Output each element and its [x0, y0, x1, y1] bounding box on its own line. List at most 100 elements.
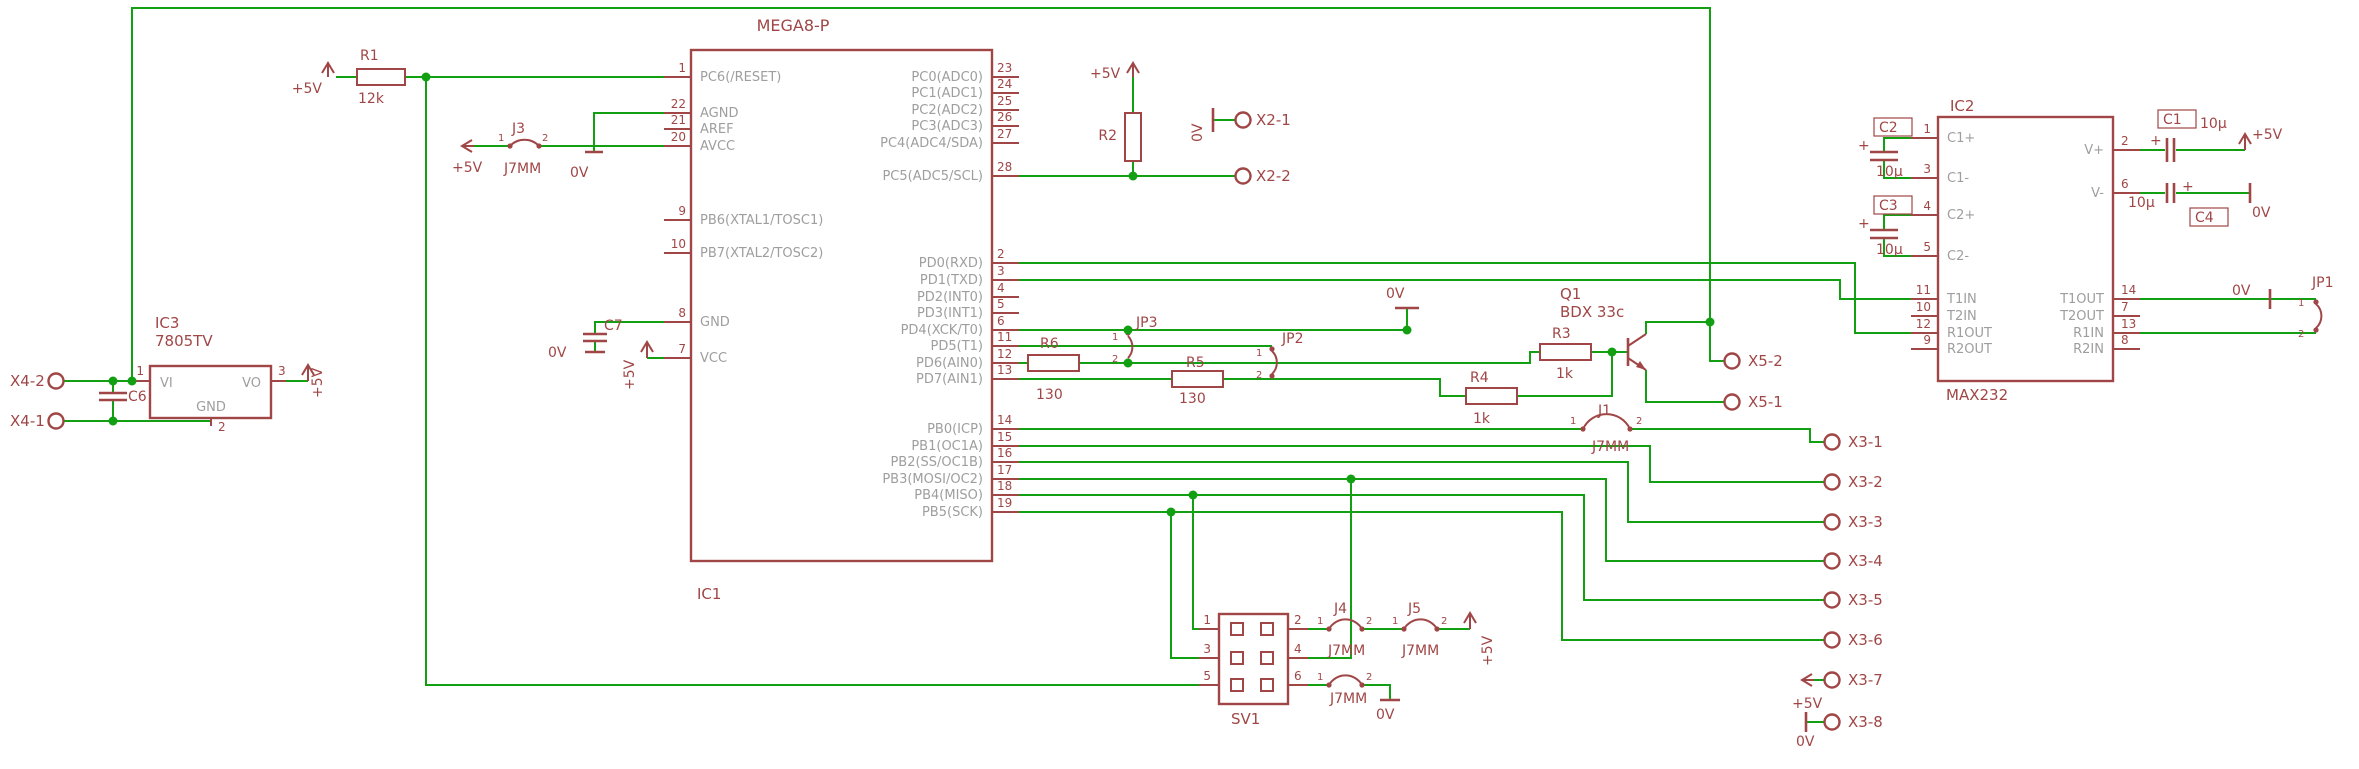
c3-plus: + [1858, 216, 1870, 232]
ic3-pin-stubs [135, 380, 286, 426]
ic1-pin-num: 2 [997, 247, 1005, 261]
jp2-pin2: 2 [1256, 370, 1262, 381]
ic1-pin-num: 4 [997, 281, 1005, 295]
wire-agnd [593, 112, 664, 152]
ic2-pin-name: T2OUT [2059, 309, 2104, 324]
pad-x3-2 [1823, 473, 1841, 491]
jp1-ref: JP1 [2311, 275, 2333, 291]
j5-pin2: 2 [1441, 616, 1447, 627]
resistor-r6 [1027, 354, 1080, 372]
x3-5-label: X3-5 [1848, 591, 1883, 609]
ic3-pin-num: 2 [218, 420, 226, 434]
j1-ref: J1 [1597, 403, 1611, 419]
wire-ic2-right [2140, 149, 2250, 194]
plus5v-label: +5V [1480, 635, 1496, 666]
ic1-pin-name: PC0(ADC0) [911, 70, 983, 85]
ic1-pin-num: 7 [678, 342, 686, 356]
ic2-pin-num: 7 [2121, 300, 2129, 314]
ic1-pin-num: 25 [997, 94, 1012, 108]
sv1-pin-stubs [1199, 628, 1308, 686]
pad-x3-7 [1823, 671, 1841, 689]
ic2-pin-num: 11 [1916, 283, 1931, 297]
ic3-pin-num: 3 [278, 364, 286, 378]
vcc-arrow-vcc7 [640, 340, 654, 358]
c3-ref: C3 [1879, 198, 1898, 214]
r1-value: 12k [358, 91, 385, 107]
ic2-pin-num: 9 [1923, 333, 1931, 347]
j3-pin1: 1 [498, 133, 504, 144]
vcc-arrow-ic3 [301, 363, 315, 381]
ic1-pin-num: 15 [997, 430, 1012, 444]
ic2-pin-name: T2IN [1946, 309, 1977, 324]
wire-x37-x38 [1806, 679, 1824, 723]
gnd-label: 0V [570, 165, 589, 181]
ic1-pin-name: PD2(INT0) [917, 290, 983, 305]
gnd-label: 0V [1376, 707, 1395, 723]
sv1-pin-num: 1 [1203, 613, 1211, 627]
ic3-pin-gnd: GND [196, 400, 226, 415]
q1-part: BDX 33c [1560, 303, 1624, 321]
jp2-pin1: 1 [1256, 348, 1262, 359]
r3-ref: R3 [1552, 326, 1571, 342]
pad-x3-3 [1823, 513, 1841, 531]
ic1-pin-name: PB3(MOSI/OC2) [882, 472, 983, 487]
ic1-pin-num: 24 [997, 77, 1012, 91]
ic1-pin-num: 12 [997, 347, 1012, 361]
gnd-label: 0V [1190, 123, 1206, 142]
ic1-part: MEGA8-P [757, 16, 830, 35]
plus5v-label: +5V [310, 367, 326, 398]
cap-c2 [1870, 150, 1898, 162]
wire-pd7-r4 [1019, 352, 1613, 397]
pad-x3-8 [1823, 713, 1841, 731]
c4-ref: C4 [2195, 210, 2214, 226]
ic1-pin-name: PD1(TXD) [920, 273, 983, 288]
vcc-arrow-c1 [2238, 132, 2252, 150]
pad-x3-5 [1823, 591, 1841, 609]
ic1-pin-name: PB6(XTAL1/TOSC1) [700, 213, 823, 228]
ic1-pin-num: 9 [678, 204, 686, 218]
ic1-pin-num: 1 [678, 61, 686, 75]
c1-label-box [2157, 109, 2197, 129]
x3-4-label: X3-4 [1848, 552, 1883, 570]
ic2-pin-num: 5 [1923, 240, 1931, 254]
c1-value: 10µ [2200, 116, 2227, 132]
ic2-pin-name: C1- [1947, 171, 1969, 186]
j6-pin2: 2 [1366, 672, 1372, 683]
ic1-pin-name: PB7(XTAL2/TOSC2) [700, 246, 823, 261]
pad-x3-1 [1823, 433, 1841, 451]
wire-pd4 [1019, 308, 1408, 331]
wire-reset-net [336, 76, 1199, 686]
sv1-pin-num: 4 [1294, 642, 1302, 656]
jumper-j5 [1401, 618, 1440, 632]
x5-2-label: X5-2 [1748, 352, 1783, 370]
ic2-pin-num: 10 [1916, 300, 1931, 314]
jp3-pin2: 2 [1112, 354, 1118, 365]
pad-x5-1 [1723, 393, 1741, 411]
jp1-pin2: 2 [2298, 329, 2304, 340]
ic1-pin-name: PB2(SS/OC1B) [890, 455, 983, 470]
r4-value: 1k [1473, 411, 1491, 427]
ic1-pin-num: 27 [997, 127, 1012, 141]
ic1-pin-stubs [664, 76, 1019, 513]
ic2-pin-name: V+ [2084, 143, 2104, 158]
vcc-arrow-j3 [460, 139, 474, 153]
x2-1-label: X2-1 [1256, 111, 1291, 129]
j4-pin1: 1 [1317, 616, 1323, 627]
x2-2-label: X2-2 [1256, 167, 1291, 185]
jumper-jp2 [1269, 346, 1278, 379]
ic2-pin-num: 14 [2121, 283, 2136, 297]
x3-6-label: X3-6 [1848, 631, 1883, 649]
ic1-pin-num: 14 [997, 413, 1012, 427]
vcc-arrow-r1 [321, 61, 335, 77]
ic2-body [1936, 115, 2115, 383]
ic1-pin-num: 11 [997, 330, 1012, 344]
resistor-r5 [1171, 370, 1224, 388]
wire-pb4-x35 [1019, 494, 1824, 630]
ic1-pin-num: 10 [671, 237, 686, 251]
plus5v-label: +5V [452, 160, 483, 176]
ic1-pin-num: 5 [997, 297, 1005, 311]
ic2-pin-num: 1 [1923, 122, 1931, 136]
resistor-r1 [356, 68, 406, 86]
